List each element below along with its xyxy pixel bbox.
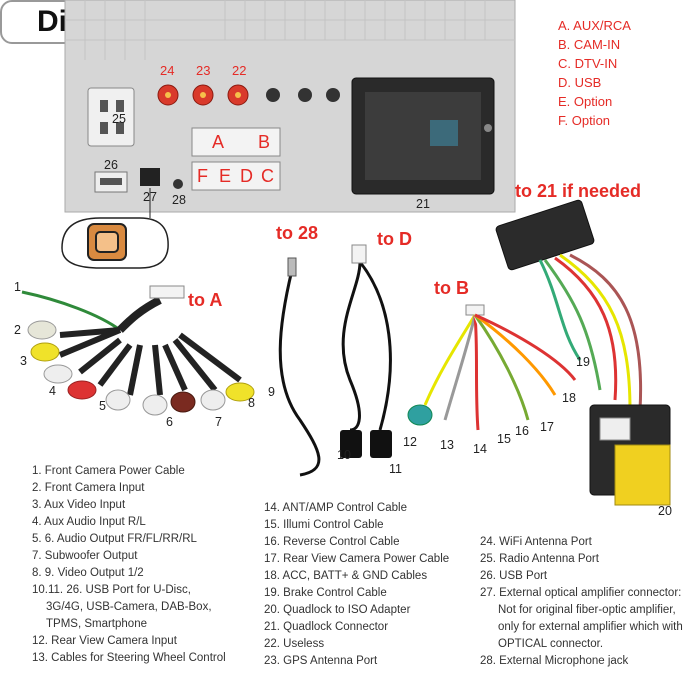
label-22: 22 <box>232 63 247 78</box>
description-column-2: 14. ANT/AMP Control Cable 15. Illumi Con… <box>264 500 449 670</box>
description-item: 8. 9. Video Output 1/2 <box>32 567 144 579</box>
radio-antenna-port <box>87 87 135 147</box>
to-d-label: to D <box>377 229 412 249</box>
label-14: 14 <box>473 442 487 456</box>
label-2: 2 <box>14 323 21 337</box>
label-6: 6 <box>166 415 173 429</box>
optical-port <box>140 168 160 186</box>
description-item: TPMS, Smartphone <box>46 618 147 630</box>
connector-letter-e: E <box>219 166 232 186</box>
description-item: 23. GPS Antenna Port <box>264 655 378 667</box>
label-7: 7 <box>215 415 222 429</box>
legend-item-c: C. DTV-IN <box>558 56 618 71</box>
label-25: 25 <box>112 112 126 126</box>
description-item: 10.11. 26. USB Port for U-Disc, <box>32 584 191 596</box>
label-28: 28 <box>172 193 186 207</box>
description-item: 3. Aux Video Input <box>32 499 126 511</box>
label-3: 3 <box>20 354 27 368</box>
label-12: 12 <box>403 435 417 449</box>
label-10: 10 <box>337 448 351 462</box>
legend-item-a: A. AUX/RCA <box>558 18 631 33</box>
description-item: 15. Illumi Control Cable <box>264 519 384 531</box>
connector-letter-f: F <box>197 166 208 186</box>
label-9: 9 <box>268 385 275 399</box>
description-item: 22. Useless <box>264 638 325 650</box>
label-20: 20 <box>658 504 672 518</box>
description-item: 4. Aux Audio Input R/L <box>32 516 146 528</box>
label-8: 8 <box>248 396 255 410</box>
label-11: 11 <box>389 462 402 476</box>
label-18: 18 <box>562 391 576 405</box>
description-column-1: 1. Front Camera Power Cable 2. Front Cam… <box>32 463 226 667</box>
legend-item-b: B. CAM-IN <box>558 37 621 52</box>
description-item: 2. Front Camera Input <box>32 482 145 494</box>
mic-cable <box>278 269 321 477</box>
connector-letter-b: B <box>258 132 271 152</box>
to-28-label: to 28 <box>276 223 319 243</box>
label-23: 23 <box>196 63 211 78</box>
label-16: 16 <box>515 424 529 438</box>
label-4: 4 <box>49 384 56 398</box>
description-item: 1. Front Camera Power Cable <box>32 465 185 477</box>
description-item: 16. Reverse Control Cable <box>264 536 400 548</box>
usb-cable <box>341 261 392 432</box>
description-item: OPTICAL connector. <box>498 638 604 650</box>
description-item: 5. 6. Audio Output FR/FL/RR/RL <box>32 533 197 545</box>
label-17: 17 <box>540 420 554 434</box>
connector-ab <box>191 127 281 157</box>
description-item: Not for original fiber-optic amplifier, <box>498 604 676 616</box>
connector-letter-d: D <box>240 166 253 186</box>
to-21-label: to 21 if needed <box>515 181 642 201</box>
to-a-label: to A <box>188 290 223 310</box>
label-13: 13 <box>440 438 454 452</box>
antenna-ports <box>157 84 340 106</box>
description-item: 14. ANT/AMP Control Cable <box>264 502 407 514</box>
label-21: 21 <box>416 197 430 211</box>
description-item: 24. WiFi Antenna Port <box>480 536 592 548</box>
legend-item-e: E. Option <box>558 94 613 109</box>
label-5: 5 <box>99 399 106 413</box>
description-item: 21. Quadlock Connector <box>264 621 389 633</box>
connector-letter-a: A <box>212 132 225 152</box>
description-item: 12. Rear View Camera Input <box>32 635 177 647</box>
label-15: 15 <box>497 432 511 446</box>
legend-item-d: D. USB <box>558 75 602 90</box>
description-item: 13. Cables for Steering Wheel Control <box>32 652 226 664</box>
connector-fedc <box>191 161 281 191</box>
description-item: 27. External optical amplifier connector… <box>480 587 682 599</box>
description-item: 20. Quadlock to ISO Adapter <box>264 604 411 616</box>
description-item: 25. Radio Antenna Port <box>480 553 599 565</box>
label-1: 1 <box>14 280 21 294</box>
mic-jack <box>173 179 183 189</box>
label-19: 19 <box>576 355 590 369</box>
description-item: 26. USB Port <box>480 570 548 582</box>
description-item: 28. External Microphone jack <box>480 655 629 667</box>
description-item: 3G/4G, USB-Camera, DAB-Box, <box>46 601 212 613</box>
camin-harness <box>407 304 577 431</box>
description-item: 18. ACC, BATT+ & GND Cables <box>264 570 428 582</box>
description-column-3: 24. WiFi Antenna Port 25. Radio Antenna … <box>480 534 683 670</box>
rca-harness <box>21 285 255 416</box>
legend-item-f: F. Option <box>558 113 611 128</box>
description-item: only for external amplifier which with <box>498 621 683 633</box>
quadlock-adapter <box>495 199 671 506</box>
label-27: 27 <box>143 190 157 204</box>
connector-letter-c: C <box>261 166 274 186</box>
description-item: 7. Subwoofer Output <box>32 550 138 562</box>
label-26: 26 <box>104 158 118 172</box>
label-24: 24 <box>160 63 175 78</box>
to-b-label: to B <box>434 278 469 298</box>
description-item: 19. Brake Control Cable <box>264 587 387 599</box>
description-item: 17. Rear View Camera Power Cable <box>264 553 450 565</box>
